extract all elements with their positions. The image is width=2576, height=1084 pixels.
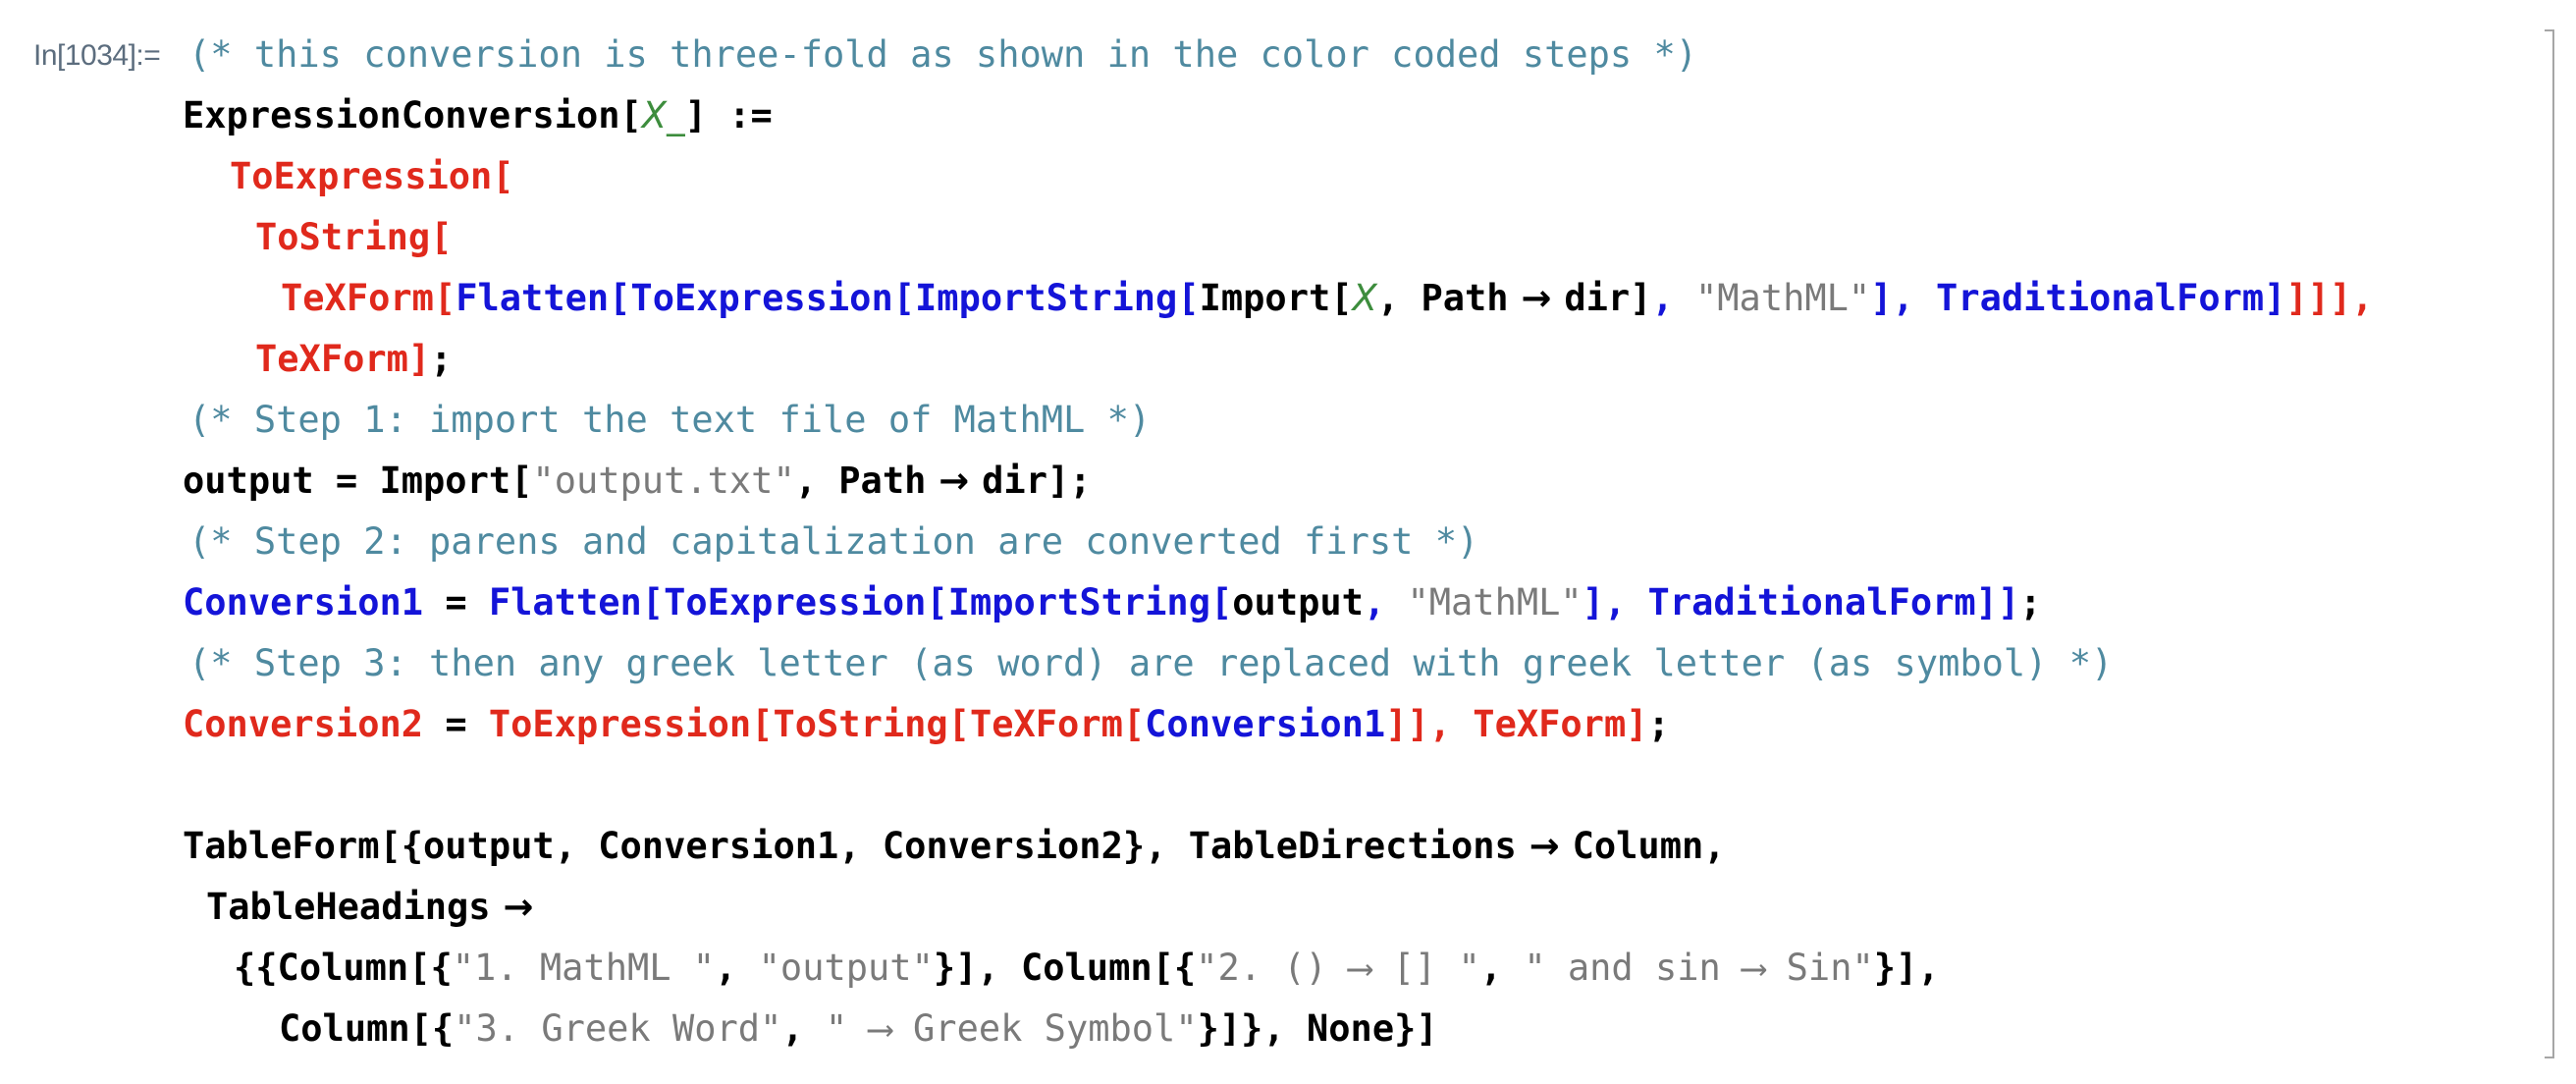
code-token: "3. Greek Word" (454, 1007, 782, 1050)
code-token: " and sin ⟶ Sin" (1524, 947, 1874, 989)
code-line[interactable]: ExpressionConversion[X_] := (183, 94, 773, 137)
code-token: ] := (684, 94, 773, 136)
code-token: Flatten[ToExpression[ImportString[ (456, 277, 1200, 319)
code-token: ]]], (2285, 277, 2374, 319)
code-line[interactable]: (* this conversion is three-fold as show… (188, 33, 1697, 77)
code-token: → (490, 886, 534, 928)
code-token: ExpressionConversion[ (183, 94, 642, 136)
code-token: output (1232, 581, 1364, 623)
code-line[interactable]: (* Step 1: import the text file of MathM… (188, 399, 1151, 442)
code-line[interactable]: (* Step 3: then any greek letter (as wor… (188, 642, 2113, 685)
code-token: ; (1647, 703, 1670, 745)
code-token: ]], TeXForm] (1385, 703, 1648, 745)
code-token: X_ (641, 94, 685, 136)
cell-label: In[1034]:= (33, 39, 161, 72)
code-token: Flatten[ToExpression[ImportString[ (488, 581, 1233, 623)
code-token: "MathML" (1695, 277, 1871, 319)
code-token: (* this conversion is three-fold as show… (188, 33, 1698, 76)
code-token: "output.txt" (532, 460, 795, 502)
code-token: TeXForm] (255, 338, 431, 380)
code-token: ToExpression[ (230, 155, 514, 197)
code-token: Column, (1572, 825, 1726, 867)
code-line[interactable]: TeXForm[Flatten[ToExpression[ImportStrin… (281, 277, 2374, 320)
code-line[interactable]: TeXForm]; (255, 338, 453, 381)
code-token: "1. MathML " (452, 947, 716, 989)
code-token: }], (1873, 947, 1940, 989)
code-token: ], TraditionalForm] (1870, 277, 2286, 319)
code-token: TeXForm[ (281, 277, 456, 319)
code-line[interactable]: ToString[ (255, 216, 452, 259)
code-token: , (715, 947, 759, 989)
code-token: ; (2019, 581, 2042, 623)
code-token: Import[ (1199, 277, 1353, 319)
cell-bracket[interactable] (2545, 29, 2554, 1058)
code-token: (* Step 1: import the text file of MathM… (188, 399, 1152, 441)
code-token: , (1479, 947, 1525, 989)
code-token: , (1651, 277, 1695, 319)
code-token: }]}, None}] (1197, 1007, 1438, 1050)
code-token: , (1363, 581, 1408, 623)
code-token: "output" (758, 947, 934, 989)
code-token: = (423, 581, 489, 623)
code-line[interactable]: ToExpression[ (230, 155, 514, 198)
code-token: " ⟶ Greek Symbol" (825, 1007, 1198, 1050)
code-line[interactable]: {{Column[{"1. MathML ", "output"}], Colu… (234, 947, 1940, 990)
code-token: ], TraditionalForm]] (1582, 581, 2020, 623)
code-line[interactable]: (* Step 2: parens and capitalization are… (188, 520, 1478, 564)
code-token: dir]; (982, 460, 1092, 502)
code-line[interactable]: TableForm[{output, Conversion1, Conversi… (183, 825, 1726, 868)
code-token: → (926, 460, 983, 502)
code-token: output = Import[ (183, 460, 533, 502)
code-token: (* Step 2: parens and capitalization are… (188, 520, 1479, 563)
code-token: TableHeadings (206, 886, 491, 928)
code-token: Conversion1 (1145, 703, 1386, 745)
code-token: X (1352, 277, 1377, 319)
code-token: ToExpression[ToString[TeXForm[ (488, 703, 1146, 745)
code-token: dir] (1564, 277, 1652, 319)
code-token: → (1516, 825, 1573, 867)
code-line[interactable]: Conversion2 = ToExpression[ToString[TeXF… (183, 703, 1670, 746)
code-line[interactable]: Conversion1 = Flatten[ToExpression[Impor… (183, 581, 2042, 624)
code-line[interactable]: TableHeadings → (206, 886, 533, 929)
code-token: , Path (1376, 277, 1509, 319)
code-token: TableForm[{output, Conversion1, Conversi… (183, 825, 1517, 867)
code-token: "MathML" (1407, 581, 1583, 623)
code-token: "2. () ⟶ [] " (1196, 947, 1480, 989)
code-token: Conversion1 (183, 581, 424, 623)
code-token: (* Step 3: then any greek letter (as wor… (188, 642, 2114, 684)
code-token: Column[{ (279, 1007, 455, 1050)
code-token: , (781, 1007, 826, 1050)
code-token: → (1508, 277, 1565, 319)
code-line[interactable]: output = Import["output.txt", Path → dir… (183, 460, 1092, 503)
code-token: = (423, 703, 489, 745)
code-token: , Path (794, 460, 927, 502)
code-token: {{Column[{ (234, 947, 453, 989)
code-line[interactable]: Column[{"3. Greek Word", " ⟶ Greek Symbo… (279, 1007, 1438, 1051)
code-token: }], Column[{ (933, 947, 1197, 989)
code-token: ; (430, 338, 453, 380)
code-token: ToString[ (255, 216, 453, 258)
code-token: Conversion2 (183, 703, 424, 745)
